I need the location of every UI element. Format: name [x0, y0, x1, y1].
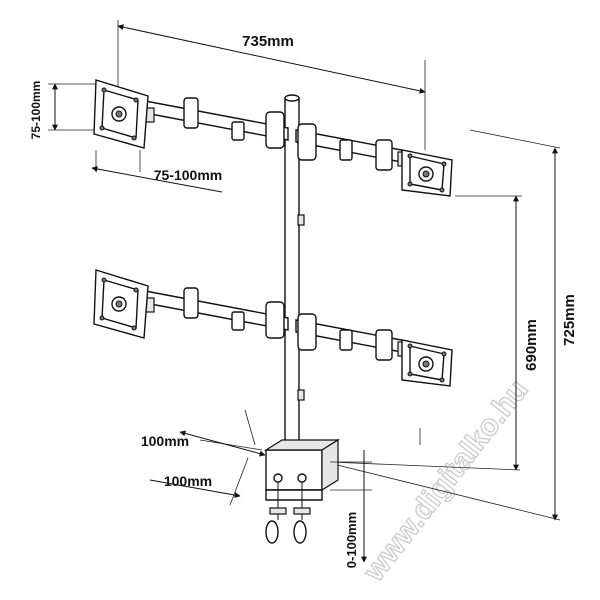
dimension-overall-width: 735mm [117, 20, 426, 150]
vesa-horizontal-label: 75-100mm [154, 167, 223, 183]
dimension-lower-height: 690mm [455, 195, 540, 471]
overall-width-label: 735mm [242, 33, 294, 50]
dimension-clamp-width: 100mm [149, 457, 249, 506]
lower-arm-assembly [139, 287, 413, 361]
vesa-vertical-label: 75-100mm [29, 81, 43, 140]
dimension-clamp-depth: 100mm [141, 409, 266, 457]
dimension-total-height: 725mm [469, 129, 578, 521]
clamp-width-label: 100mm [164, 473, 212, 489]
dimension-vesa-horizontal: 75-100mm [91, 150, 223, 193]
center-pole [284, 94, 305, 461]
total-height-label: 725mm [561, 294, 578, 346]
vesa-plate-lower-left [93, 269, 149, 339]
clamp-depth-label: 100mm [141, 433, 189, 449]
dimension-vesa-vertical: 75-100mm [29, 81, 100, 140]
vesa-plate-lower-right [401, 339, 453, 387]
lower-height-label: 690mm [523, 319, 540, 371]
desk-clamp [263, 438, 341, 544]
upper-arm-assembly [139, 97, 413, 171]
watermark: www.digitalko.hu [357, 373, 535, 588]
vesa-plate-upper-right [401, 149, 453, 197]
vesa-plate-upper-left [93, 79, 149, 149]
dimension-desk-thickness: 0-100mm [330, 450, 372, 568]
desk-thickness-label: 0-100mm [344, 512, 359, 568]
